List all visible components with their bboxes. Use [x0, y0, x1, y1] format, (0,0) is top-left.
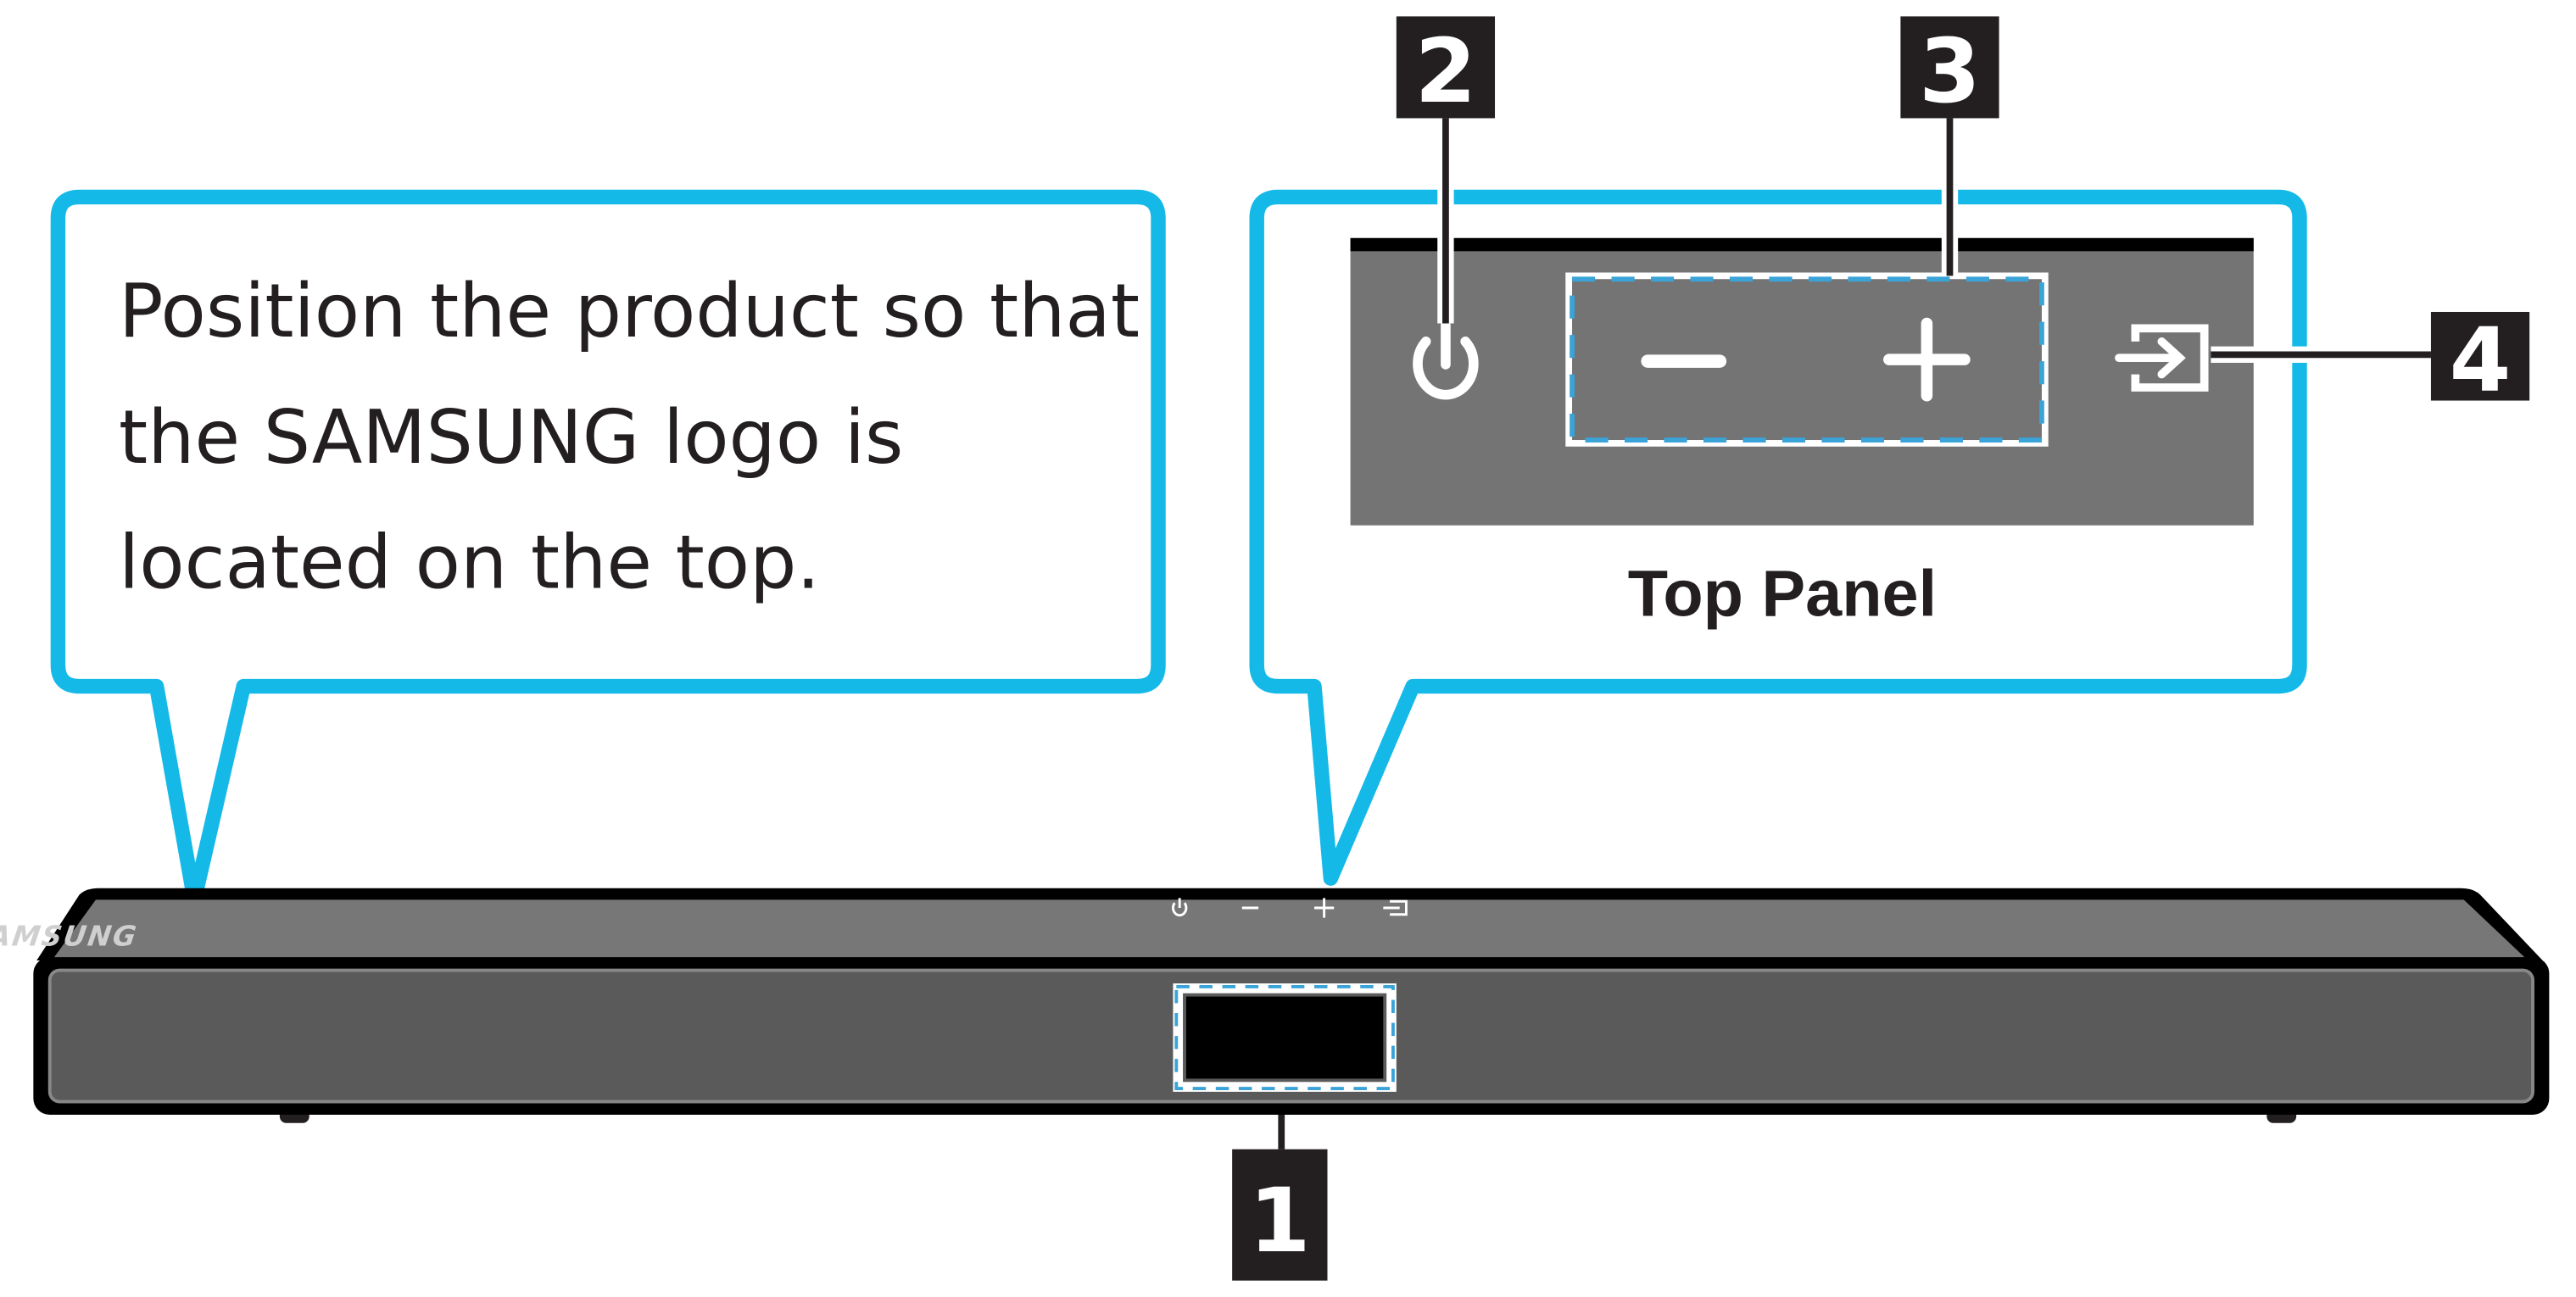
- callout-text-line-3: located on the top.: [119, 519, 820, 605]
- soundbar: SAMSUNG: [0, 888, 2550, 1123]
- small-input-icon: [1383, 899, 1408, 916]
- svg-text:4: 4: [2450, 309, 2512, 412]
- display-window: [1183, 993, 1387, 1083]
- volume-up-icon: [1883, 317, 1971, 402]
- small-plus-icon: [1313, 898, 1335, 918]
- power-icon: [1413, 320, 1479, 400]
- callout-left: Position the product so that the SAMSUNG…: [50, 189, 1166, 908]
- callout-right: Top Panel: [1249, 189, 2307, 886]
- badge-2: 2: [1396, 16, 1496, 123]
- svg-text:1: 1: [1249, 1169, 1311, 1272]
- callout-text-line-2: the SAMSUNG logo is: [119, 394, 903, 481]
- badge-4: 4: [2430, 309, 2530, 412]
- svg-text:3: 3: [1919, 19, 1981, 123]
- svg-text:2: 2: [1415, 19, 1477, 123]
- top-panel: [1350, 237, 2254, 526]
- input-source-icon: [2115, 324, 2209, 392]
- badge-1: 1: [1232, 1149, 1328, 1281]
- soundbar-top-buttons: [1172, 898, 1408, 918]
- callout-text-line-1: Position the product so that: [119, 268, 1140, 354]
- small-power-icon: [1172, 898, 1188, 917]
- leader-lines: [1273, 118, 2431, 1149]
- samsung-logo: SAMSUNG: [0, 920, 140, 953]
- badge-3: 3: [1900, 16, 1999, 123]
- top-panel-title: Top Panel: [1628, 557, 1937, 630]
